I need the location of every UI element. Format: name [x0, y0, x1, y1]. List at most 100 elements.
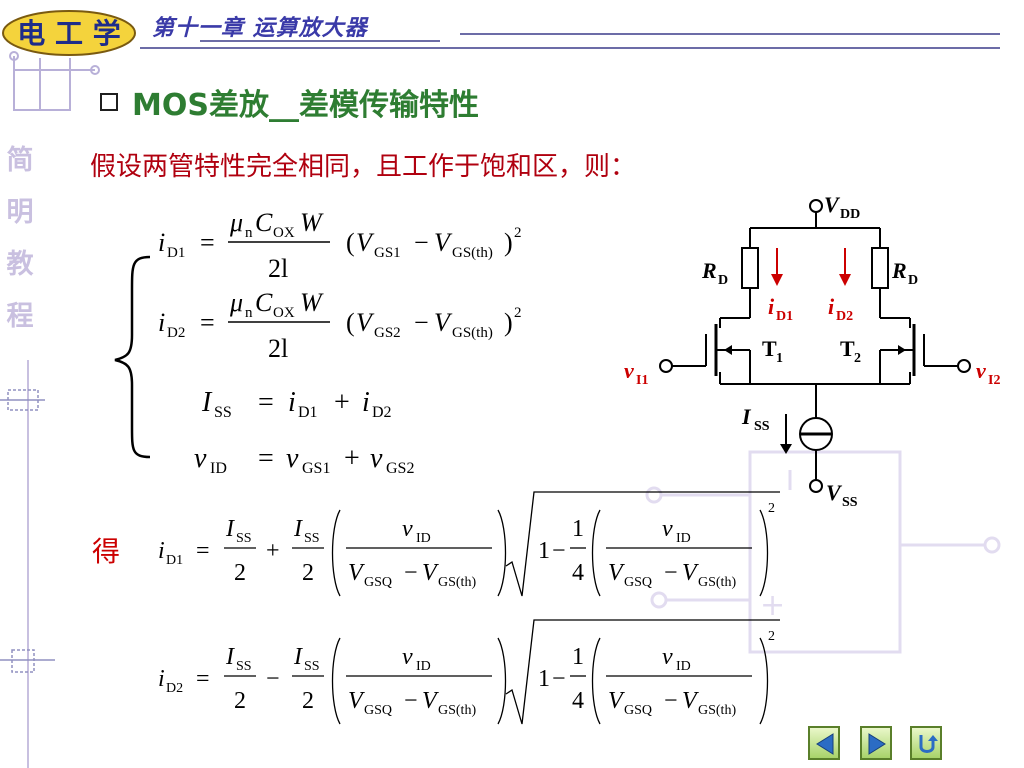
next-button[interactable] [860, 726, 892, 760]
svg-text:4: 4 [572, 688, 584, 714]
svg-text:I: I [293, 516, 303, 542]
svg-text:I1: I1 [636, 373, 648, 388]
svg-text:1: 1 [572, 644, 584, 670]
svg-text:I2: I2 [988, 373, 1000, 388]
svg-text:2: 2 [302, 560, 314, 586]
equation-id1: i D1 = μ n C OX W 2l ( V GS1 − V GS(th) … [158, 208, 522, 283]
vss-label: V [826, 480, 843, 505]
svg-text:V: V [608, 688, 625, 714]
svg-text:v: v [662, 516, 673, 542]
svg-text:v: v [402, 644, 413, 670]
left-arrow-icon [816, 733, 834, 755]
right-arrow-icon [868, 733, 886, 755]
svg-text:SS: SS [236, 659, 252, 674]
svg-text:GS2: GS2 [386, 460, 414, 477]
svg-text:ID: ID [416, 531, 431, 546]
svg-text:C: C [255, 288, 273, 317]
svg-text:D2: D2 [167, 325, 185, 341]
svg-text:(: ( [346, 308, 355, 337]
svg-text:GS(th): GS(th) [698, 575, 736, 590]
svg-text:SS: SS [304, 659, 320, 674]
svg-text:n: n [245, 225, 253, 241]
vi2-label: v [976, 358, 986, 383]
svg-text:ID: ID [676, 659, 691, 674]
svg-text:−: − [404, 560, 418, 586]
svg-text:+: + [334, 387, 350, 418]
svg-text:+: + [344, 443, 360, 474]
svg-text:V: V [434, 228, 453, 257]
svg-text:2: 2 [768, 629, 775, 644]
svg-text:−: − [664, 560, 678, 586]
svg-text:i: i [158, 308, 165, 337]
result-label: 得 [92, 535, 121, 568]
svg-text:v: v [286, 443, 299, 474]
svg-text:1: 1 [538, 666, 550, 692]
equation-iss: I SS = i D1 + i D2 [201, 387, 392, 421]
svg-text:SS: SS [214, 404, 232, 421]
mos-diff-amp-circuit: V DD R D R D i D1 i D2 T 1 T 2 v I1 v I2… [624, 192, 1000, 510]
svg-text:V: V [422, 688, 439, 714]
svg-text:D2: D2 [836, 309, 853, 324]
svg-text:=: = [200, 308, 215, 337]
id1-arrow-icon [771, 274, 783, 286]
svg-text:−: − [552, 666, 566, 692]
svg-text:v: v [402, 516, 413, 542]
equation-system: i D1 = μ n C OX W 2l ( V GS1 − V GS(th) … [114, 208, 522, 477]
svg-text:1: 1 [572, 516, 584, 542]
return-button[interactable] [910, 726, 942, 760]
brace-icon [114, 255, 151, 459]
course-logo: 电 工 学 [2, 10, 137, 56]
intro-text: 假设两管特性完全相同，且工作于饱和区，则： [90, 152, 637, 182]
svg-text:SS: SS [754, 419, 770, 434]
svg-text:D: D [718, 273, 728, 288]
svg-text:OX: OX [273, 225, 295, 241]
iss-label: I [741, 404, 752, 429]
sidebar-title: 简 明 教 程 [6, 135, 34, 343]
svg-text:i: i [158, 538, 165, 564]
svg-text:4: 4 [572, 560, 584, 586]
svg-text:GSQ: GSQ [364, 703, 392, 718]
svg-text:GS2: GS2 [374, 325, 401, 341]
sidebar-char: 教 [6, 249, 34, 280]
svg-text:ID: ID [676, 531, 691, 546]
svg-text:D2: D2 [166, 681, 183, 696]
svg-text:GS(th): GS(th) [438, 575, 476, 590]
svg-text:2l: 2l [268, 334, 288, 363]
svg-text:DD: DD [840, 207, 860, 222]
equation-vid: v ID = v GS1 + v GS2 [194, 443, 414, 477]
svg-text:μ: μ [229, 288, 243, 317]
svg-text:V: V [608, 560, 625, 586]
equation-id2: i D2 = μ n C OX W 2l ( V GS2 − V GS(th) … [158, 288, 522, 363]
svg-text:C: C [255, 208, 273, 237]
svg-text:I: I [225, 644, 235, 670]
svg-text:2: 2 [768, 501, 775, 516]
svg-text:V: V [348, 688, 365, 714]
logo-text: 电 工 学 [17, 17, 121, 50]
svg-text:V: V [682, 560, 699, 586]
prev-button[interactable] [808, 726, 840, 760]
svg-text:D1: D1 [166, 553, 183, 568]
svg-text:1: 1 [538, 538, 550, 564]
svg-text:v: v [194, 443, 207, 474]
svg-text:i: i [288, 387, 296, 418]
svg-text:D1: D1 [776, 309, 793, 324]
svg-text:D: D [908, 273, 918, 288]
svg-text:GS(th): GS(th) [698, 703, 736, 718]
svg-text:2l: 2l [268, 254, 288, 283]
id2-label: i [828, 294, 835, 319]
svg-text:SS: SS [304, 531, 320, 546]
svg-text:GS(th): GS(th) [452, 245, 493, 261]
svg-text:v: v [662, 644, 673, 670]
svg-text:=: = [200, 228, 215, 257]
svg-text:2: 2 [854, 351, 861, 366]
vi1-label: v [624, 358, 634, 383]
checkbox-bullet-icon [100, 93, 118, 111]
svg-text:I: I [293, 644, 303, 670]
svg-text:GS1: GS1 [374, 245, 401, 261]
svg-text:i: i [362, 387, 370, 418]
svg-text:GS1: GS1 [302, 460, 330, 477]
svg-text:): ) [504, 308, 513, 337]
sidebar-char: 程 [6, 301, 34, 332]
